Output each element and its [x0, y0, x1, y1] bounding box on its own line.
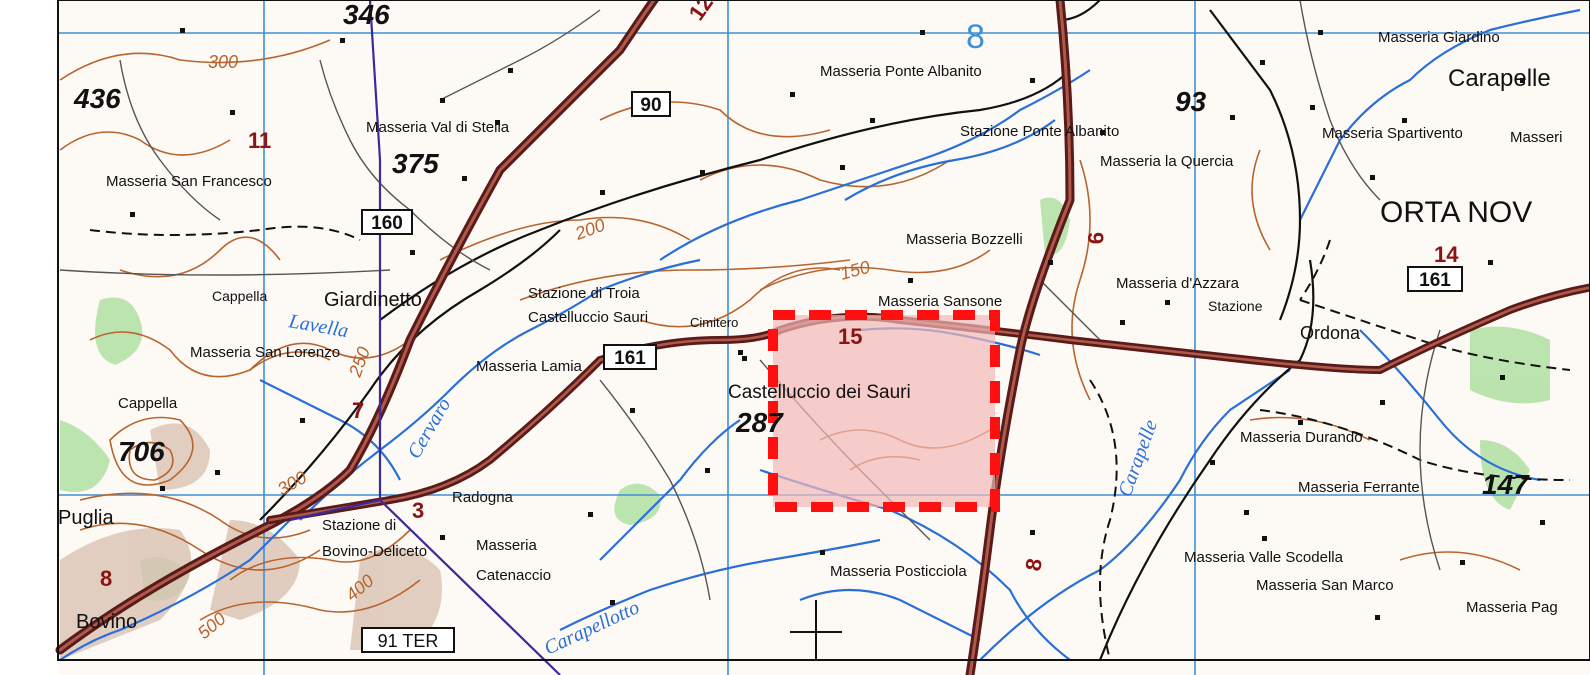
place-label: Masseria Posticciola — [830, 563, 967, 580]
place-label: Masseria d'Azzara — [1116, 275, 1240, 292]
route-shield-label: 161 — [1419, 270, 1451, 291]
place-label: Cappella — [118, 395, 178, 412]
place-label: Stazione Ponte Albanito — [960, 123, 1119, 140]
map-frame — [57, 0, 1590, 661]
place-names: Masseria Ponte Albanito Masseria Giardin… — [58, 29, 1563, 633]
road-number: 14 — [1434, 242, 1459, 267]
route-shields: 90 160 161 161 91 TER — [361, 91, 1463, 653]
road-number: 8 — [1020, 556, 1047, 572]
place-label: Masseria San Marco — [1256, 577, 1394, 594]
road-number: 7 — [352, 398, 364, 423]
route-shield-label: 160 — [371, 213, 403, 234]
route-shield: 161 — [603, 344, 657, 370]
elevation-label: 346 — [343, 0, 390, 30]
route-shield: 91 TER — [361, 627, 455, 653]
place-label: Cimitero — [690, 315, 738, 330]
place-label: Radogna — [452, 489, 514, 506]
administrative-boundary — [289, 0, 561, 675]
place-label: Masseria Bozzelli — [906, 231, 1023, 248]
route-shield-label: 91 TER — [378, 631, 439, 651]
elevation-label: 147 — [1482, 469, 1530, 500]
place-label: Masseria Ferrante — [1298, 479, 1420, 496]
route-shield: 90 — [631, 91, 671, 117]
elevation-label: 436 — [73, 83, 121, 114]
elevation-label: 706 — [118, 436, 165, 467]
elevation-label: 93 — [1175, 86, 1207, 117]
place-label: Stazione — [1208, 298, 1263, 314]
place-label: Giardinetto — [324, 289, 422, 311]
highlighted-area[interactable] — [768, 310, 1000, 512]
place-label: Masseria Sansone — [878, 293, 1002, 310]
place-label: Masseri — [1510, 129, 1563, 146]
place-label: Masseria Val di Stella — [366, 119, 510, 136]
road-number: 9 — [1083, 232, 1108, 244]
place-label: Masseria — [476, 537, 538, 554]
road-number: 8 — [100, 566, 112, 591]
place-label: Masseria Pag — [1466, 599, 1558, 616]
place-label: Masseria Spartivento — [1322, 125, 1463, 142]
minor-roads — [59, 0, 1441, 601]
place-label: Castelluccio dei Sauri — [728, 382, 911, 403]
place-label: Stazione di Troia — [528, 285, 640, 302]
road-numbers: 11 15 14 9 7 3 8 8 12 — [100, 0, 1459, 591]
place-label: Carapelle — [1448, 65, 1551, 92]
spot-elevations: 346 436 375 93 706 287 147 — [73, 0, 1530, 500]
benchmark-cross — [790, 600, 842, 660]
road-number: 3 — [412, 498, 424, 523]
place-label: Masseria Lamia — [476, 358, 583, 375]
place-label: Puglia — [58, 507, 114, 529]
place-label: Bovino — [76, 611, 137, 633]
place-label: Catenaccio — [476, 567, 551, 584]
place-label: ORTA NOV — [1380, 196, 1532, 229]
place-label: Masseria Valle Scodella — [1184, 549, 1344, 566]
building-markers — [130, 28, 1545, 620]
route-shield-label: 161 — [614, 348, 646, 369]
relief-shading — [60, 423, 442, 660]
place-label: Castelluccio Sauri — [528, 309, 648, 326]
place-label: Masseria la Quercia — [1100, 153, 1234, 170]
place-label: Masseria Giardino — [1378, 29, 1500, 46]
elevation-label: 375 — [392, 148, 439, 179]
place-label: Ordona — [1300, 323, 1361, 343]
route-shield-label: 90 — [640, 95, 661, 116]
grid-number-label: 8 — [966, 18, 985, 56]
elevation-label: 287 — [735, 407, 784, 438]
place-label: Masseria Ponte Albanito — [820, 63, 982, 80]
place-label: Masseria San Lorenzo — [190, 344, 340, 361]
place-label: Bovino-Deliceto — [322, 543, 427, 560]
road-number: 15 — [838, 324, 862, 349]
place-label: Stazione di — [322, 517, 396, 534]
place-label: Masseria Durando — [1240, 429, 1363, 446]
place-label: Cappella — [212, 288, 267, 304]
place-label: Masseria San Francesco — [106, 173, 272, 190]
contour-label: 300 — [208, 52, 238, 72]
route-shield: 160 — [361, 209, 413, 235]
road-number: 11 — [248, 128, 271, 153]
route-shield: 161 — [1407, 266, 1463, 292]
